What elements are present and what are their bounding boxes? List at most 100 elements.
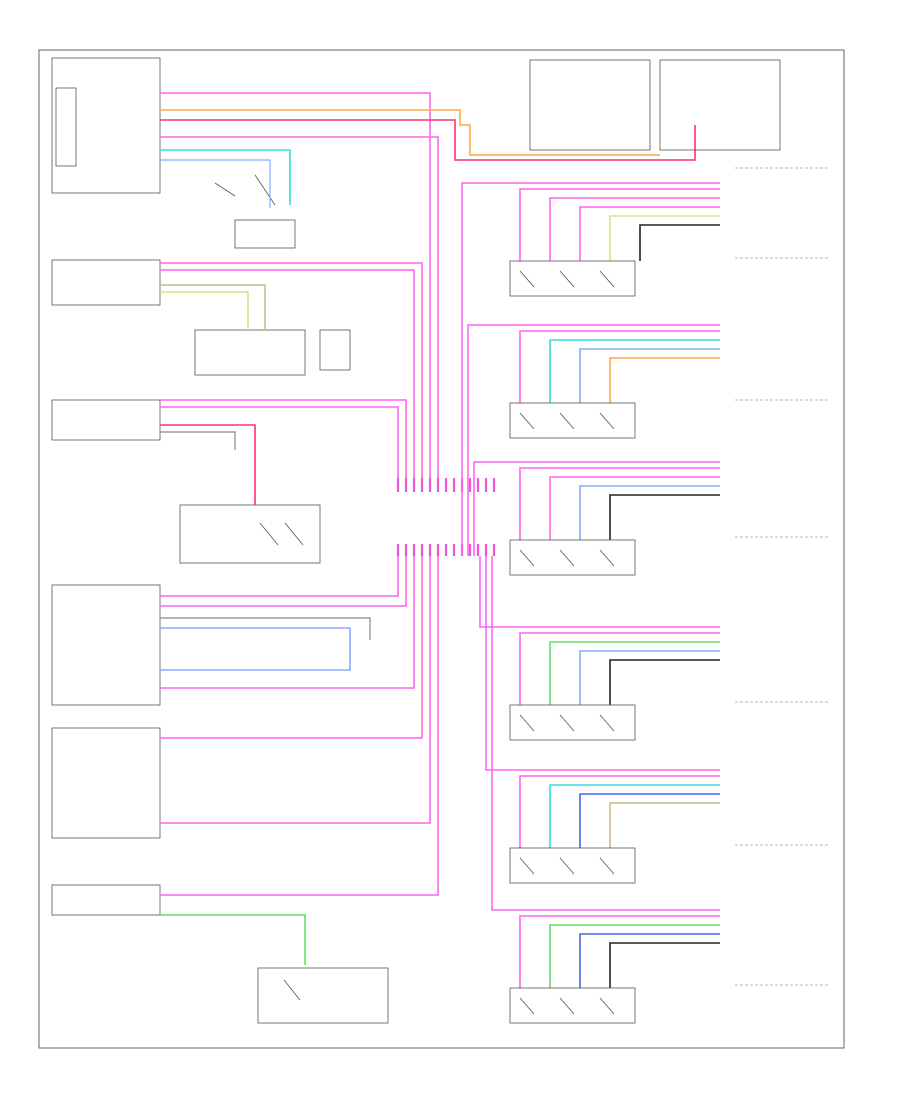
door-module-2-wire-2 — [579, 348, 720, 403]
door-module-3-wire-3 — [609, 494, 720, 540]
door-module-5-wire-2 — [579, 793, 720, 848]
wire-pink-7 — [160, 548, 399, 597]
wire-red — [160, 119, 696, 161]
left-module-5-box — [51, 727, 161, 839]
door-module-3-contact-0 — [519, 549, 535, 567]
wire-orange — [160, 109, 660, 156]
left-module-5 — [51, 727, 161, 839]
top-right-component-1 — [529, 59, 651, 151]
door-module-1-wire-0 — [519, 188, 720, 261]
relay-box — [234, 219, 296, 249]
door-module-6-feed — [491, 556, 720, 911]
door-module-2-wire-3 — [609, 357, 720, 403]
top-right-component-2 — [659, 59, 781, 151]
door-module-3 — [509, 467, 830, 576]
door-module-4-wire-0 — [519, 632, 720, 705]
door-module-2 — [509, 330, 830, 439]
door-module-4-contact-2 — [599, 714, 615, 732]
door-module-3-switch-box — [509, 539, 636, 576]
door-module-2-wire-1 — [549, 339, 720, 403]
left-module-4-box — [51, 584, 161, 706]
left-ground-box — [319, 329, 351, 371]
door-module-2-feed — [467, 324, 720, 556]
left-module-2-box — [51, 259, 161, 306]
door-module-1 — [509, 188, 830, 297]
door-module-5-wire-0 — [519, 775, 720, 848]
door-module-4-contact-1 — [559, 714, 575, 732]
left-module-3 — [51, 399, 321, 564]
door-module-6-wire-3 — [609, 942, 720, 988]
door-module-6-switch-box — [509, 987, 636, 1024]
door-module-1-wire-4 — [639, 224, 720, 261]
door-module-5-switch-box — [509, 847, 636, 884]
door-module-6-wire-2 — [579, 933, 720, 988]
top-right-components — [529, 59, 830, 169]
wire-cyan — [160, 149, 291, 205]
door-module-1-switch-box — [509, 260, 636, 297]
left-switch-3-box — [257, 967, 389, 1024]
wire-pink-12 — [160, 548, 439, 896]
wires — [160, 92, 720, 965]
door-module-1-wire-1 — [549, 197, 720, 261]
door-module-3-wire-1 — [549, 476, 720, 540]
door-module-6-wire-1 — [549, 924, 720, 988]
door-module-4-contact-0 — [519, 714, 535, 732]
left-module-4 — [51, 584, 161, 706]
wire-pink-5 — [160, 399, 407, 484]
left-module-2 — [51, 259, 351, 376]
left-switch-2-box — [179, 504, 321, 564]
left-top-connector — [55, 87, 77, 167]
door-module-1-contact-2 — [599, 270, 615, 288]
diagram-frame — [38, 49, 845, 1049]
wire-pink-10 — [160, 548, 423, 739]
wire-pink-3 — [160, 262, 423, 484]
wire-green — [160, 914, 306, 965]
door-module-6-wire-0 — [519, 915, 720, 988]
door-module-6 — [509, 915, 830, 1024]
door-module-1-feed — [461, 182, 720, 556]
wire-pink-4 — [160, 269, 415, 484]
door-module-4-wire-3 — [609, 659, 720, 705]
wire-pink-9 — [160, 548, 415, 689]
wire-yellow — [160, 291, 249, 330]
wire-pink-trunk-2 — [160, 136, 439, 484]
left-switch-box — [194, 329, 306, 376]
wire-pink-trunk-1 — [160, 92, 431, 484]
door-module-3-wire-2 — [579, 485, 720, 540]
door-module-2-contact-1 — [559, 412, 575, 430]
door-module-6-contact-0 — [519, 997, 535, 1015]
door-module-3-contact-2 — [599, 549, 615, 567]
wire-pink-11 — [160, 548, 431, 824]
wire-gray — [160, 431, 236, 450]
door-module-6-contact-1 — [559, 997, 575, 1015]
door-module-5-feed — [485, 556, 720, 771]
wire-gray-2 — [160, 617, 371, 640]
wire-lightblue — [160, 159, 271, 208]
door-module-5-contact-0 — [519, 857, 535, 875]
door-module-1-contact-0 — [519, 270, 535, 288]
door-module-2-wire-0 — [519, 330, 720, 403]
wire-red-2 — [160, 424, 256, 505]
door-module-4-switch-box — [509, 704, 636, 741]
door-module-2-switch-box — [509, 402, 636, 439]
left-module-6 — [51, 884, 389, 1024]
wire-pink-8 — [160, 548, 407, 607]
door-module-4-wire-1 — [549, 641, 720, 705]
right-modules — [509, 188, 830, 1024]
wire-pink-6 — [160, 406, 399, 484]
door-module-5-contact-1 — [559, 857, 575, 875]
door-module-1-wire-3 — [609, 215, 720, 261]
door-module-5-contact-2 — [599, 857, 615, 875]
door-module-2-contact-2 — [599, 412, 615, 430]
wire-tan — [160, 284, 266, 330]
door-module-4 — [509, 632, 830, 741]
door-module-3-wire-0 — [519, 467, 720, 540]
door-module-1-contact-1 — [559, 270, 575, 288]
left-top-box — [51, 57, 161, 194]
left-top-component — [51, 57, 161, 194]
left-module-3-box — [51, 399, 161, 441]
wire-lightblue-2 — [160, 627, 351, 671]
door-module-6-contact-2 — [599, 997, 615, 1015]
left-module-6-box — [51, 884, 161, 916]
